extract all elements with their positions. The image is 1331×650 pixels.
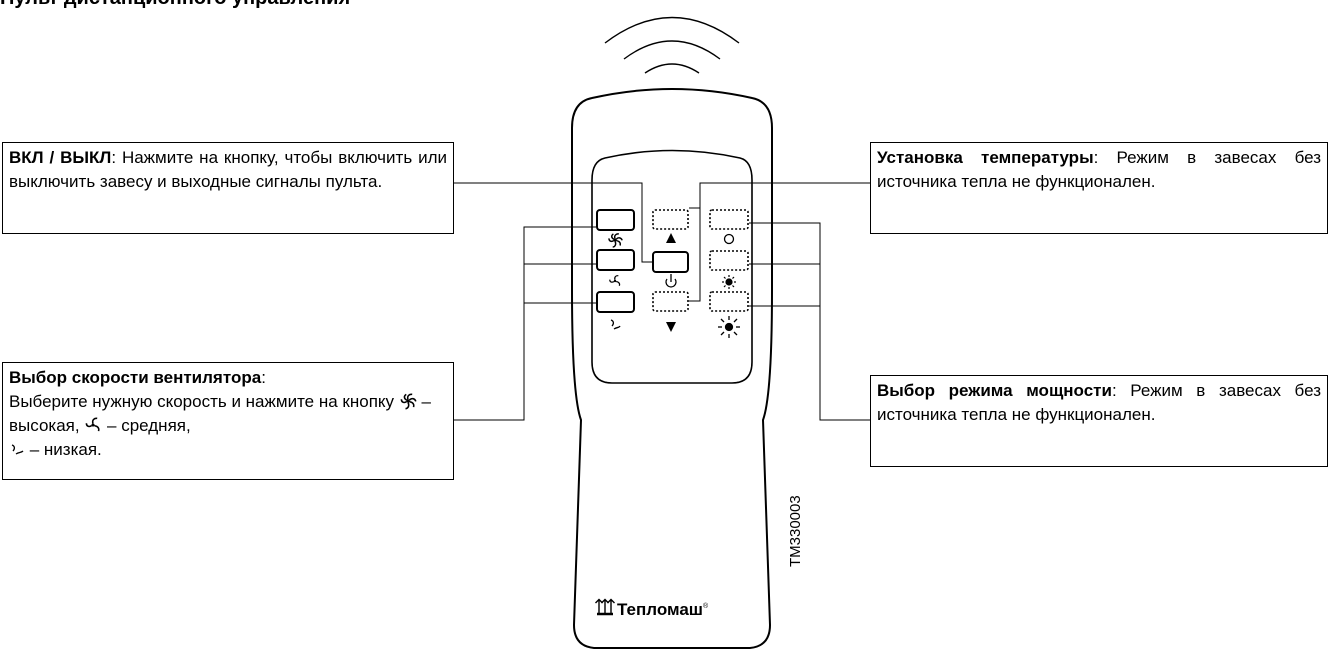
temperature-up-button[interactable] xyxy=(652,209,689,230)
brand-registered-mark: ® xyxy=(703,602,709,610)
callout-fan-speed-text: Выберите нужную скорость и нажмите на кн… xyxy=(9,392,395,411)
fan-medium-icon xyxy=(85,417,100,432)
sun-large-icon xyxy=(718,316,740,338)
sun-small-icon xyxy=(722,275,736,289)
callout-on-off-text: : Нажмите на кнопку, чтобы включить или … xyxy=(9,148,447,191)
fan-high-label: – высокая, xyxy=(9,392,431,435)
power-full-mode-button[interactable] xyxy=(709,291,749,312)
fan-high-icon xyxy=(398,392,417,410)
callout-fan-speed-term: Выбор скорости вентилятора xyxy=(9,368,262,387)
fan-medium-button[interactable] xyxy=(596,249,635,271)
callout-power-mode-text: : Режим в завесах без источника тепла не… xyxy=(877,381,1321,424)
power-off-mode-button[interactable] xyxy=(709,209,749,230)
fan-low-icon xyxy=(11,444,24,455)
fan-medium-label: – средняя, xyxy=(102,416,191,435)
circle-icon xyxy=(723,233,735,245)
page-title: Пульт дистанционного управления xyxy=(0,0,350,10)
callout-on-off: ВКЛ / ВЫКЛ: Нажмите на кнопку, чтобы вкл… xyxy=(2,142,454,234)
arrow-down-icon xyxy=(666,322,676,332)
remote-body xyxy=(571,88,773,649)
brand-logo-icon xyxy=(595,598,615,616)
fan-low-button[interactable] xyxy=(596,291,635,313)
brand-name: Тепломаш xyxy=(617,600,703,619)
temperature-down-button[interactable] xyxy=(652,291,689,312)
callout-temperature: Установка температуры: Режим в завесах б… xyxy=(870,142,1328,234)
remote-control-panel xyxy=(591,149,753,384)
callout-on-off-term: ВКЛ / ВЫКЛ xyxy=(9,148,112,167)
callout-fan-speed-colon: : xyxy=(261,368,266,387)
power-button[interactable] xyxy=(652,251,689,273)
power-half-mode-button[interactable] xyxy=(709,250,749,271)
power-icon xyxy=(665,274,677,288)
fan-low-label: – низкая. xyxy=(25,440,102,459)
fan-high-button[interactable] xyxy=(596,209,635,231)
callout-power-mode-term: Выбор режима мощности xyxy=(877,381,1112,400)
arrow-up-icon xyxy=(666,233,676,243)
callout-temperature-term: Установка температуры xyxy=(877,148,1094,167)
signal-waves-icon xyxy=(604,16,740,74)
callout-power-mode: Выбор режима мощности: Режим в завесах б… xyxy=(870,375,1328,467)
leader-lines xyxy=(454,182,870,421)
callout-temperature-text: : Режим в завесах без источника тепла не… xyxy=(877,148,1321,191)
document-code: TM330003 xyxy=(787,495,804,567)
callout-fan-speed: Выбор скорости вентилятора: Выберите нуж… xyxy=(2,362,454,480)
fan-low-icon xyxy=(610,319,621,330)
